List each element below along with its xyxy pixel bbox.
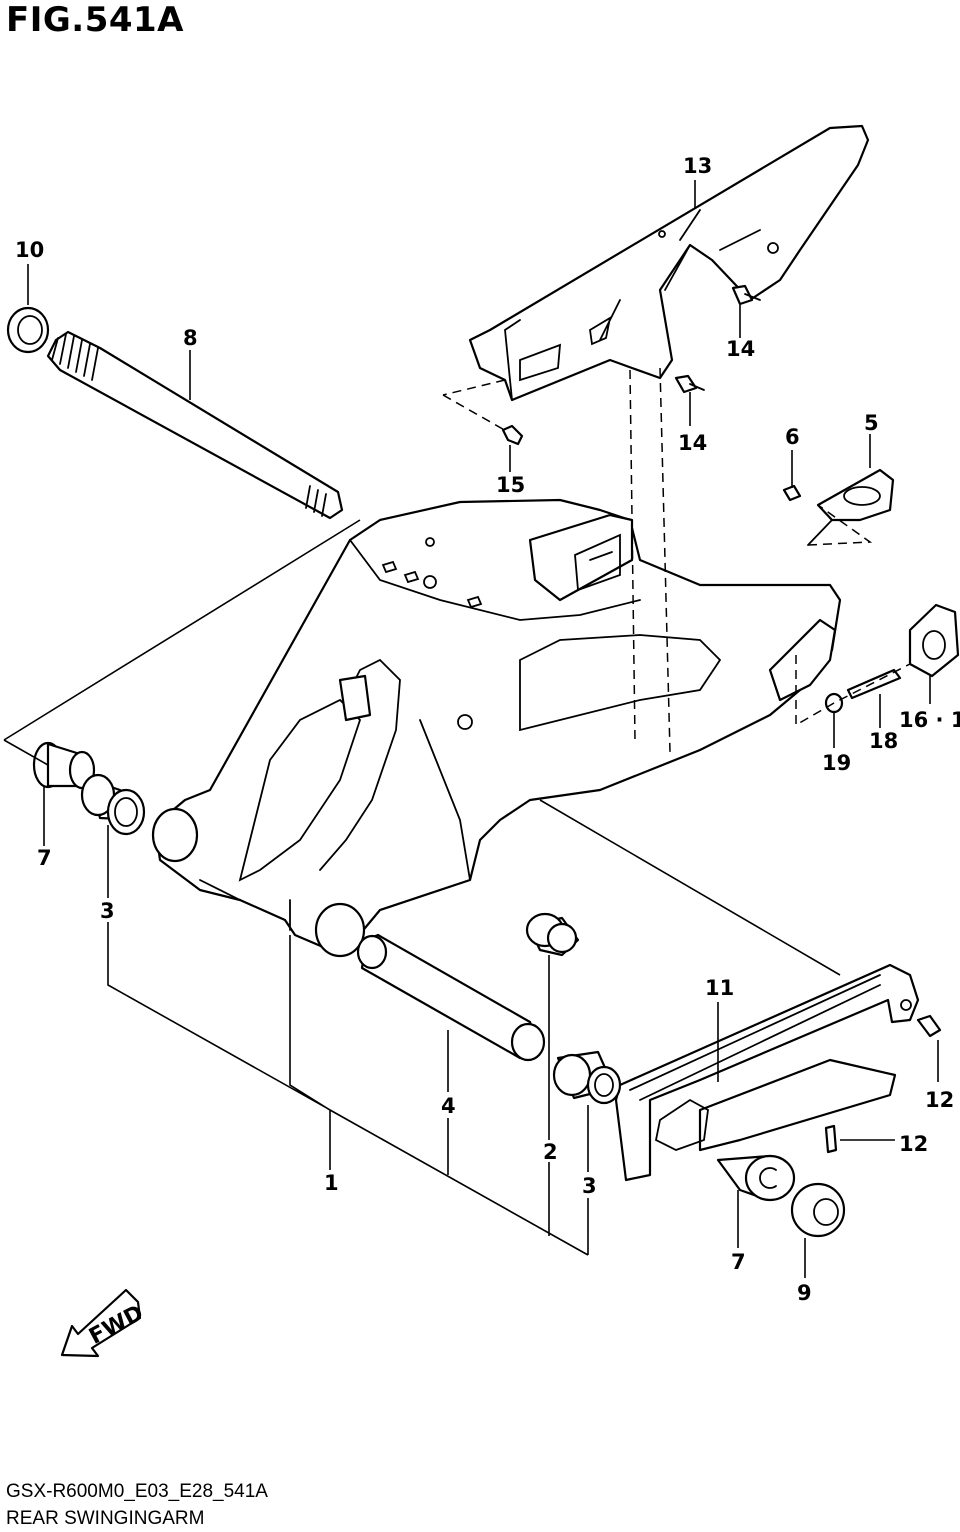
model-code: GSX-R600M0_E03_E28_541A	[6, 1481, 268, 1502]
clip-15-part	[501, 424, 524, 446]
dust-seal-right-part	[716, 1154, 796, 1202]
callout-3: 3	[582, 1174, 597, 1198]
callout-7: 7	[731, 1250, 746, 1274]
pivot-shaft-part	[46, 330, 344, 520]
callout-7: 7	[37, 846, 52, 870]
callout-3: 3	[100, 899, 115, 923]
callout-8: 8	[183, 326, 198, 350]
figure-caption: REAR SWINGINGARM	[6, 1508, 205, 1529]
fwd-direction-arrow: FWD	[60, 1288, 148, 1358]
leader-lines	[3, 180, 939, 1278]
callout-12: 12	[925, 1088, 954, 1112]
pivot-nut-part	[790, 1182, 846, 1238]
bolt-14-upper-part	[731, 284, 761, 306]
callout-9: 9	[797, 1281, 812, 1305]
callout-14: 14	[678, 431, 707, 455]
assembly-line-adjuster	[795, 655, 911, 727]
swingarm-body-part	[151, 498, 842, 958]
assembly-line-plate	[807, 504, 873, 546]
assembly-line-cover	[442, 367, 671, 753]
bolt-12-upper-part	[916, 1014, 942, 1038]
adjuster-bolt-part	[846, 668, 902, 700]
callout-12: 12	[899, 1132, 928, 1156]
chain-buffer-part	[614, 963, 920, 1182]
callout-14: 14	[726, 337, 755, 361]
spacer-part	[356, 933, 546, 1062]
callout-10: 10	[15, 238, 44, 262]
callout-5: 5	[864, 411, 879, 435]
callout-11: 11	[705, 976, 734, 1000]
callout-15: 15	[496, 473, 525, 497]
chain-cover-part	[468, 124, 870, 402]
bolt-12-lower-part	[824, 1124, 838, 1154]
callout-13: 13	[683, 154, 712, 178]
screw-6-part	[782, 484, 802, 502]
callout-19: 19	[822, 751, 851, 775]
adjuster-block-part	[908, 603, 960, 678]
callout-18: 18	[869, 729, 898, 753]
lock-nut-part	[6, 306, 50, 354]
callout-4: 4	[441, 1094, 456, 1118]
plate-5-part	[807, 468, 895, 546]
bearing-right-part	[552, 1050, 622, 1105]
bearing-left-part	[80, 773, 146, 836]
needle-bearing-part	[525, 912, 580, 957]
dust-seal-left-part	[32, 741, 96, 790]
bolt-14-lower-part	[674, 374, 705, 394]
callout-16-17: 16 · 17	[899, 708, 960, 732]
callout-1: 1	[324, 1171, 339, 1195]
figure-title: FIG.541A	[6, 0, 184, 40]
callout-2: 2	[543, 1140, 558, 1164]
callout-6: 6	[785, 425, 800, 449]
